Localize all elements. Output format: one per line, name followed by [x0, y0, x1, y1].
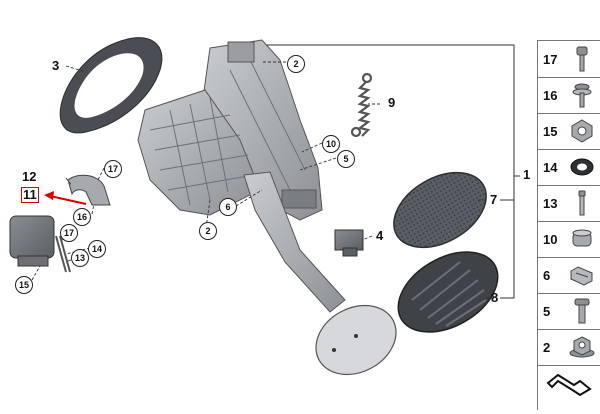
pedal-sensor — [9, 215, 71, 273]
circled-callout-16: 16 — [73, 208, 91, 226]
callout-1: 1 — [523, 167, 531, 182]
legend-row-shape — [538, 365, 600, 401]
callout-4: 4 — [376, 228, 384, 243]
pedal-box-housing — [137, 39, 323, 221]
legend-label: 10 — [543, 232, 558, 247]
legend-row-13: 13 — [538, 185, 600, 222]
legend-label: 14 — [543, 160, 558, 175]
circled-callout-13: 13 — [71, 249, 89, 267]
bolt-icon — [576, 46, 588, 72]
flange-nut-icon — [569, 336, 595, 358]
callout-8: 8 — [491, 290, 499, 305]
callout-11-highlighted: 11 — [21, 187, 39, 203]
circled-callout-6: 6 — [219, 198, 237, 216]
brake-pedal — [243, 171, 397, 376]
legend-label: 16 — [543, 88, 558, 103]
legend-label: 5 — [543, 304, 551, 319]
circled-callout-5: 5 — [337, 150, 355, 168]
pedal-switch — [334, 229, 364, 257]
gasket-shape-icon — [546, 373, 592, 397]
legend-row-14: 14 — [538, 149, 600, 186]
legend-row-10: 10 — [538, 221, 600, 258]
circled-callout-2-top: 2 — [287, 55, 305, 73]
bolt-icon — [574, 298, 590, 324]
legend-row-15: 15 — [538, 113, 600, 150]
pedal-pad-rubber-7 — [393, 171, 487, 249]
callout-3: 3 — [52, 58, 60, 73]
circled-callout-2-bottom: 2 — [199, 222, 217, 240]
legend-label: 2 — [543, 340, 551, 355]
grommet-icon — [570, 158, 594, 176]
legend-row-6: 6 — [538, 257, 600, 294]
callout-12: 12 — [22, 169, 37, 184]
circled-callout-15: 15 — [15, 276, 33, 294]
pedal-pad-rubber-8 — [397, 251, 499, 333]
bushing-icon — [572, 229, 592, 247]
circled-callout-17-bottom: 17 — [60, 224, 78, 242]
return-spring — [350, 72, 373, 138]
circled-callout-17-top: 17 — [104, 160, 122, 178]
highlight-arrow — [44, 191, 87, 205]
circled-callout-14: 14 — [88, 240, 106, 258]
sensor-bracket — [67, 174, 111, 206]
legend-row-17: 17 — [538, 41, 600, 78]
pin-icon — [578, 190, 586, 216]
legend-row-16: 16 — [538, 77, 600, 114]
legend-label: 17 — [543, 52, 558, 67]
parts-legend: 17 16 15 14 — [537, 40, 600, 410]
legend-label: 13 — [543, 196, 558, 211]
callout-7: 7 — [490, 192, 498, 207]
spring-clip-icon — [570, 266, 593, 286]
legend-row-2: 2 — [538, 329, 600, 366]
gasket-ring — [59, 37, 163, 134]
legend-label: 6 — [543, 268, 551, 283]
screw-washer-icon — [572, 83, 592, 108]
legend-label: 15 — [543, 124, 558, 139]
callout-9: 9 — [388, 95, 396, 110]
bracket-1 — [262, 44, 520, 299]
circled-callout-10: 10 — [322, 135, 340, 153]
legend-row-5: 5 — [538, 293, 600, 330]
hex-nut-icon — [571, 119, 593, 143]
